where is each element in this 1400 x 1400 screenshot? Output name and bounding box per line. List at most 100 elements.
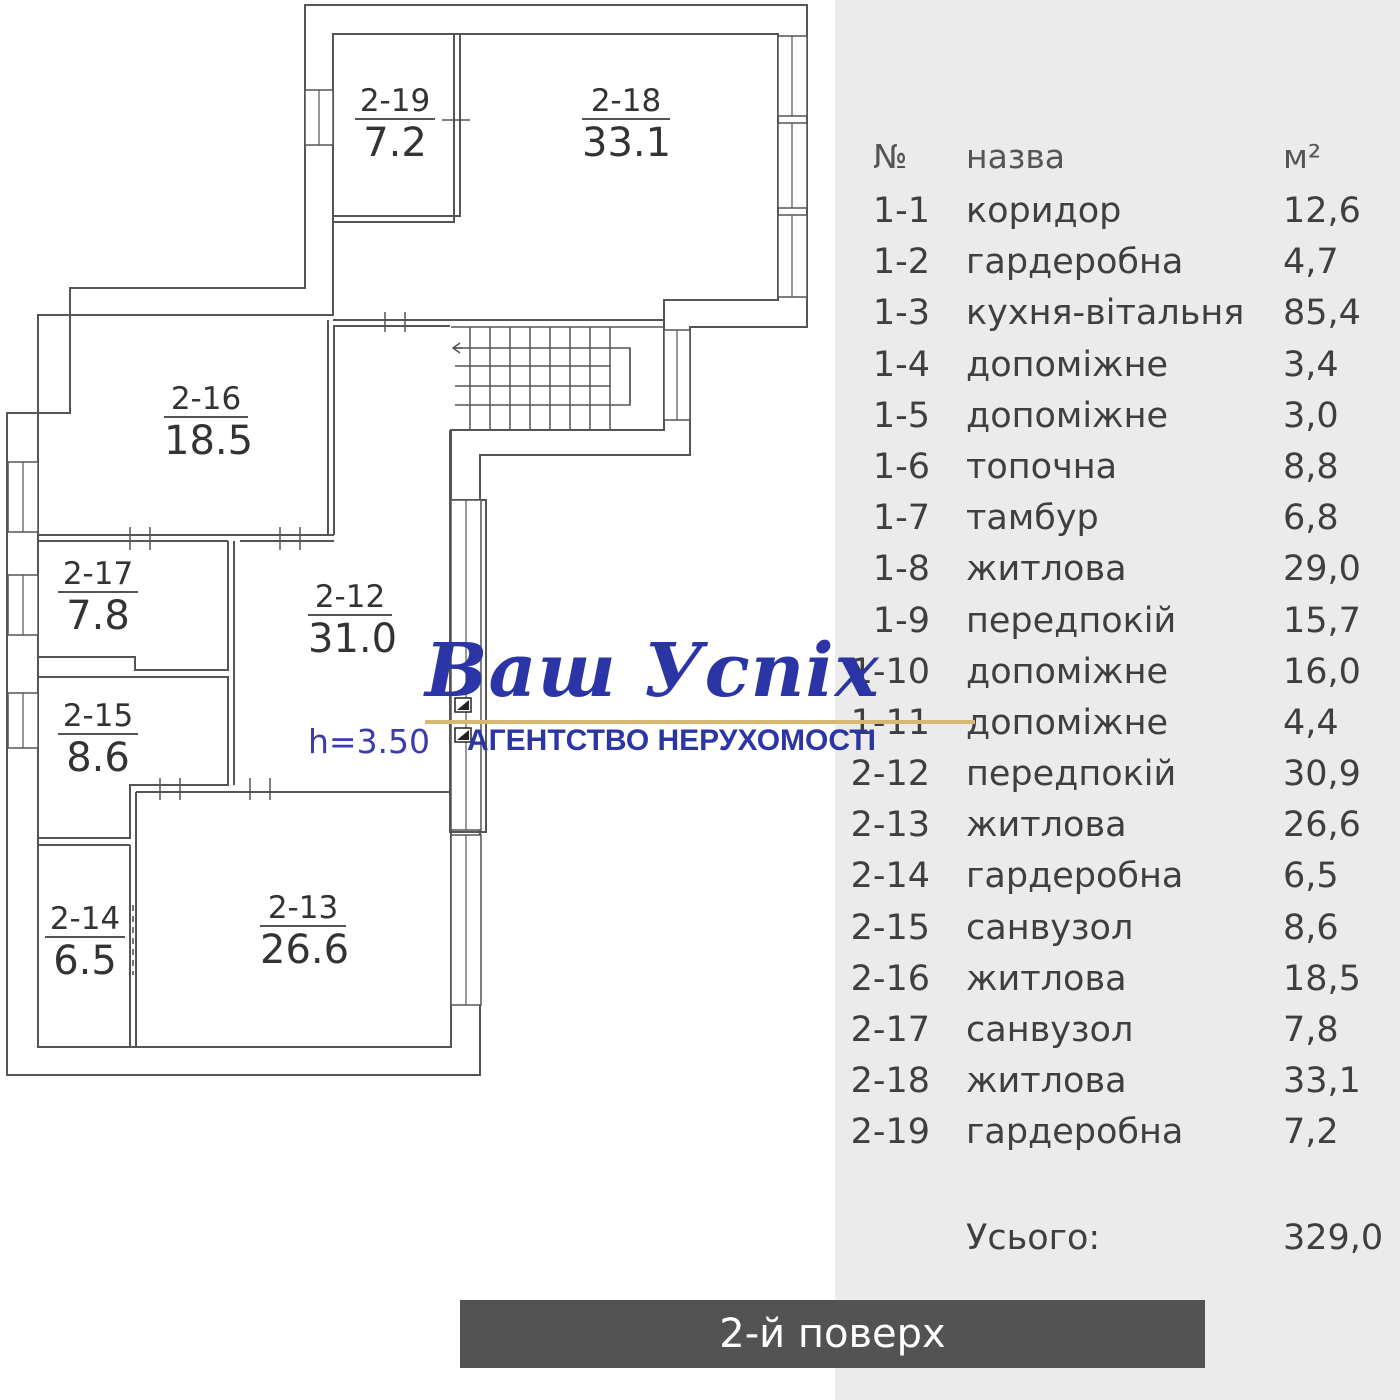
room-table-panel	[835, 0, 1400, 1400]
row-name: кухня-вітальня	[966, 293, 1245, 334]
room-label: 2-15 8.6	[58, 699, 138, 781]
header-name: назва	[966, 137, 1066, 176]
row-name: гардеробна	[966, 856, 1184, 897]
stairs	[451, 326, 665, 430]
partition-2-16	[327, 320, 335, 535]
partition-2-17	[38, 541, 235, 785]
row-number: 2-15	[850, 907, 930, 948]
row-name: коридор	[966, 191, 1122, 231]
row-area: 4,7	[1283, 242, 1339, 283]
room-area: 7.2	[363, 120, 427, 166]
partition-2-13	[129, 791, 450, 1047]
row-name: санвузол	[966, 907, 1134, 948]
table-row: 2-14 гардеробна 6,5	[848, 851, 1400, 902]
room-area: 33.1	[582, 120, 672, 166]
outer-wall	[6, 4, 808, 1076]
row-number: 2-12	[850, 754, 930, 795]
row-area: 30,9	[1283, 754, 1361, 795]
room-code: 2-14	[45, 902, 125, 938]
watermark-subtitle: АГЕНТСТВО НЕРУХОМОСТІ	[467, 724, 876, 757]
room-code: 2-19	[355, 84, 435, 120]
partition-2-19	[333, 34, 461, 223]
row-number: 2-13	[850, 805, 930, 846]
room-area: 18.5	[164, 418, 254, 464]
room-label: 2-18 33.1	[582, 84, 672, 166]
watermark-title: Ваш Успіх	[425, 628, 880, 714]
row-area: 8,6	[1283, 907, 1339, 948]
table-row: 2-17 санвузол 7,8	[848, 1005, 1400, 1056]
agency-watermark: Ваш Успіх АГЕНТСТВО НЕРУХОМОСТІ	[425, 628, 980, 768]
table-row: 2-15 санвузол 8,6	[848, 903, 1400, 954]
row-name: передпокій	[966, 600, 1177, 641]
row-name: гардеробна	[966, 242, 1184, 283]
table-row: 1-1 коридор 12,6	[848, 186, 1400, 237]
row-name: санвузол	[966, 1010, 1134, 1050]
row-number: 1-1	[872, 191, 930, 231]
row-name: допоміжне	[966, 344, 1168, 385]
partition-2-15	[38, 676, 229, 846]
row-area: 8,8	[1283, 446, 1339, 487]
row-number: 1-10	[850, 651, 930, 692]
watermark-divider	[425, 720, 975, 724]
row-name: допоміжне	[966, 395, 1168, 436]
room-code: 2-12	[308, 580, 392, 616]
row-name: гардеробна	[966, 1112, 1184, 1153]
room-area: 6.5	[53, 938, 117, 984]
row-name: тамбур	[966, 498, 1099, 539]
room-code: 2-16	[164, 382, 248, 418]
room-code: 2-15	[58, 699, 138, 735]
row-area: 3,4	[1283, 344, 1339, 385]
partition-corridor	[333, 319, 664, 327]
ceiling-height-label: h=3.50	[308, 722, 431, 761]
room-code: 2-17	[58, 557, 138, 593]
row-name: передпокій	[966, 754, 1177, 795]
row-name: житлова	[966, 1061, 1127, 1102]
row-area: 6,8	[1283, 498, 1339, 539]
room-label: 2-17 7.8	[58, 557, 138, 639]
row-area: 12,6	[1283, 191, 1361, 231]
row-name: житлова	[966, 805, 1127, 846]
row-name: топочна	[966, 446, 1118, 487]
row-number: 2-17	[850, 1010, 930, 1050]
room-code: 2-13	[260, 891, 346, 927]
row-area: 3,0	[1283, 395, 1339, 436]
table-row: 2-13 житлова 26,6	[848, 800, 1400, 851]
room-label: 2-12 31.0	[308, 580, 397, 662]
partition-2-16-bottom	[38, 534, 334, 542]
room-code: 2-18	[582, 84, 670, 120]
row-area: 6,5	[1283, 856, 1339, 897]
row-area: 7,8	[1283, 1010, 1339, 1050]
floor-plan	[6, 4, 808, 1076]
row-name: житлова	[966, 958, 1127, 999]
row-number: 1-3	[872, 293, 930, 334]
row-area: 7,2	[1283, 1112, 1339, 1153]
table-row: 2-12 передпокій 30,9	[848, 749, 1400, 800]
row-area: 4,4	[1283, 702, 1339, 743]
room-area: 7.8	[66, 593, 130, 639]
row-name: допоміжне	[966, 702, 1168, 743]
row-area: 26,6	[1283, 805, 1361, 846]
row-number: 2-14	[850, 856, 930, 897]
row-number: 1-4	[872, 344, 930, 385]
room-label: 2-19 7.2	[355, 84, 435, 166]
row-number: 1-8	[872, 549, 930, 590]
room-area: 8.6	[66, 735, 130, 781]
row-area: 18,5	[1283, 958, 1361, 999]
room-area: 26.6	[260, 927, 350, 973]
floor-label: 2-й поверх	[460, 1300, 1205, 1368]
row-area: 85,4	[1283, 293, 1361, 334]
total-value: 329,0	[1283, 1218, 1384, 1258]
row-area: 33,1	[1283, 1061, 1361, 1102]
row-area: 15,7	[1283, 600, 1361, 641]
table-row: 1-4 допоміжне 3,4	[848, 340, 1400, 391]
room-label: 2-13 26.6	[260, 891, 350, 973]
total-label: Усього:	[966, 1218, 1101, 1258]
row-number: 1-6	[872, 446, 930, 487]
